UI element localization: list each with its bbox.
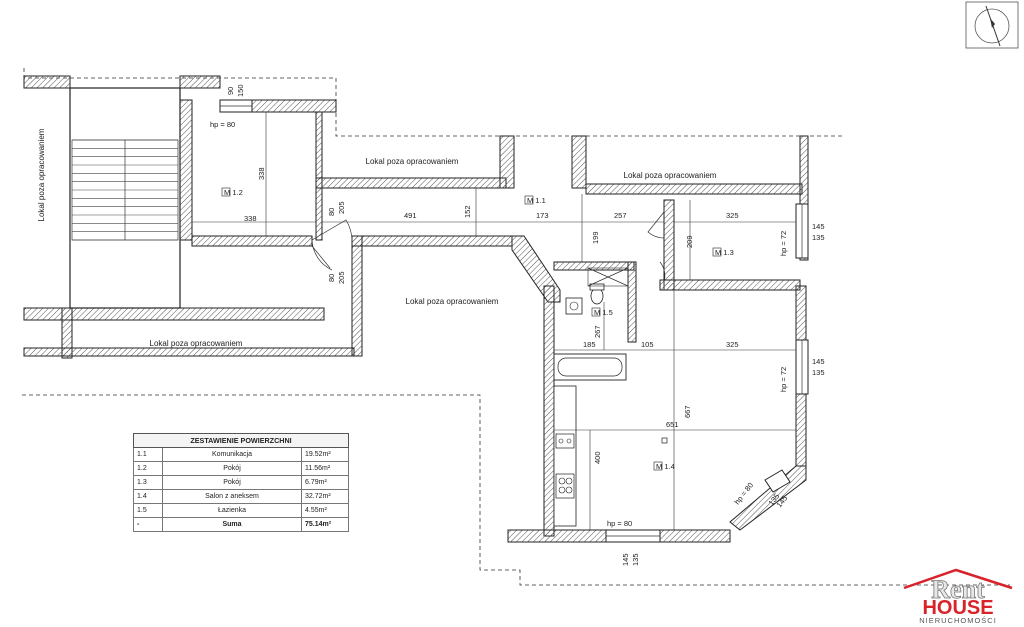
dim-135-a: 135 bbox=[812, 233, 825, 242]
room-tag-1-3: M 1.3 bbox=[715, 248, 734, 257]
dim-325-top: 325 bbox=[726, 211, 739, 220]
room-tag-1-4: M 1.4 bbox=[656, 462, 675, 471]
dim-145-a: 145 bbox=[812, 222, 825, 231]
area-summary-table: ZESTAWIENIE POWIERZCHNI 1.1 Komunikacja … bbox=[133, 433, 349, 532]
dim-199: 199 bbox=[591, 231, 600, 244]
row-number: 1.3 bbox=[133, 475, 163, 490]
logo-subtitle: NIERUCHOMOŚCI bbox=[919, 616, 997, 624]
table-row: 1.1 Komunikacja 19.52m² bbox=[133, 447, 349, 462]
dim-257: 257 bbox=[614, 211, 627, 220]
dim-135-d: 135 bbox=[631, 553, 640, 566]
dim-325-mid: 325 bbox=[726, 340, 739, 349]
row-area: 4.55m² bbox=[301, 503, 349, 518]
dim-105: 105 bbox=[641, 340, 654, 349]
staircase bbox=[69, 87, 181, 309]
logo-house-text: HOUSE bbox=[922, 597, 993, 619]
outside-labels: Lokal poza opracowaniem Lokal poza oprac… bbox=[37, 128, 717, 348]
dim-80-a: 80 bbox=[327, 208, 336, 216]
dim-145-d: 145 bbox=[621, 553, 630, 566]
dim-hp80-bottom: hp = 80 bbox=[607, 519, 632, 528]
dim-80-b: 80 bbox=[327, 274, 336, 282]
table-row: 1.5 Łazienka 4.55m² bbox=[133, 503, 349, 518]
compass-icon bbox=[965, 1, 1019, 49]
dim-135-b: 135 bbox=[812, 368, 825, 377]
room-tag-1-2: M 1.2 bbox=[224, 188, 243, 197]
dim-90: 90 bbox=[226, 87, 235, 95]
dim-150: 150 bbox=[236, 84, 245, 97]
dim-hp80-top: hp = 80 bbox=[210, 120, 235, 129]
table-row: 1.3 Pokój 6.79m² bbox=[133, 475, 349, 490]
outside-label-middle: Lokal poza opracowaniem bbox=[406, 297, 499, 306]
room-tag-1-1: M 1.1 bbox=[527, 196, 546, 205]
dim-205-a: 205 bbox=[337, 201, 346, 214]
dim-338-v: 338 bbox=[257, 167, 266, 180]
doors bbox=[311, 211, 666, 290]
table-row: 1.4 Salon z aneksem 32.72m² bbox=[133, 489, 349, 504]
row-name: Pokój bbox=[162, 461, 302, 476]
row-area: 6.79m² bbox=[301, 475, 349, 490]
dim-hp72-mid: hp = 72 bbox=[779, 367, 788, 392]
dim-205-b: 205 bbox=[337, 271, 346, 284]
dim-hp72-top: hp = 72 bbox=[779, 231, 788, 256]
row-number: 1.4 bbox=[133, 489, 163, 504]
outside-label-top-center: Lokal poza opracowaniem bbox=[366, 157, 459, 166]
row-name: Pokój bbox=[162, 475, 302, 490]
dim-152: 152 bbox=[463, 205, 472, 218]
walls bbox=[23, 75, 809, 543]
summary-title: ZESTAWIENIE POWIERZCHNI bbox=[133, 433, 349, 448]
fixtures bbox=[553, 267, 668, 527]
dim-hp80-right: hp = 80 bbox=[732, 481, 755, 506]
row-number: 1.2 bbox=[133, 461, 163, 476]
row-name: Łazienka bbox=[162, 503, 302, 518]
row-name: Salon z aneksem bbox=[162, 489, 302, 504]
dim-491: 491 bbox=[404, 211, 417, 220]
dim-209: 209 bbox=[685, 235, 694, 248]
row-number: 1.5 bbox=[133, 503, 163, 518]
dim-651: 651 bbox=[666, 420, 679, 429]
table-total-row: - Suma 75.14m² bbox=[133, 517, 349, 532]
outside-label-top-right: Lokal poza opracowaniem bbox=[624, 171, 717, 180]
dim-667: 667 bbox=[683, 405, 692, 418]
dim-185: 185 bbox=[583, 340, 596, 349]
total-name: Suma bbox=[162, 517, 302, 532]
dimension-lines bbox=[192, 112, 796, 530]
dim-145-b: 145 bbox=[812, 357, 825, 366]
total-number: - bbox=[133, 517, 163, 532]
row-name: Komunikacja bbox=[162, 447, 302, 462]
windows bbox=[219, 99, 809, 543]
table-row: 1.2 Pokój 11.56m² bbox=[133, 461, 349, 476]
dim-338-h: 338 bbox=[244, 214, 257, 223]
dim-400: 400 bbox=[593, 451, 602, 464]
logo-rent-text: Rent bbox=[931, 575, 985, 604]
total-area: 75.14m² bbox=[301, 517, 349, 532]
dimension-text: 90 150 hp = 80 338 338 80 205 491 152 17… bbox=[210, 84, 825, 566]
room-tags: M 1.2 M 1.1 M 1.3 M 1.5 M 1.4 bbox=[221, 187, 734, 471]
room-tag-1-5: M 1.5 bbox=[594, 308, 613, 317]
outside-label-bottom-left: Lokal poza opracowaniem bbox=[150, 339, 243, 348]
rent-house-logo: Rent HOUSE NIERUCHOMOŚCI bbox=[903, 568, 1013, 624]
outside-label-left: Lokal poza opracowaniem bbox=[37, 128, 46, 221]
row-number: 1.1 bbox=[133, 447, 163, 462]
dim-267: 267 bbox=[593, 325, 602, 338]
row-area: 11.56m² bbox=[301, 461, 349, 476]
row-area: 32.72m² bbox=[301, 489, 349, 504]
row-area: 19.52m² bbox=[301, 447, 349, 462]
dim-173: 173 bbox=[536, 211, 549, 220]
